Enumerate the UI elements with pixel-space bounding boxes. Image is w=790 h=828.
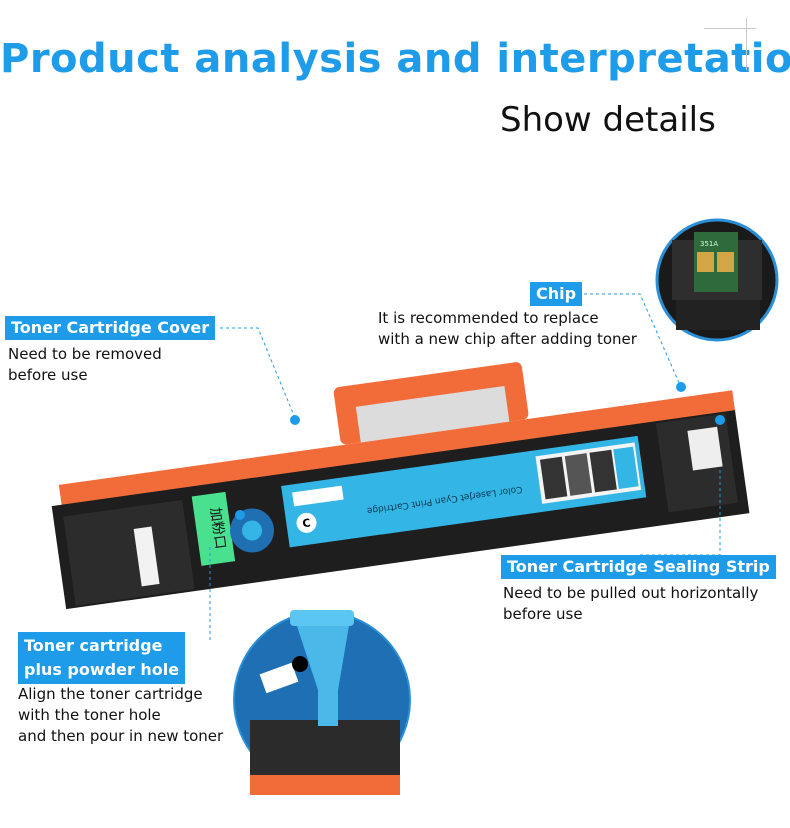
powder-hole-sticker <box>191 491 236 566</box>
corner-mark-horizontal <box>704 28 756 29</box>
cover-callout-label: Toner Cartridge Cover <box>5 316 216 340</box>
powder-marker-dot <box>235 510 245 520</box>
chip-callout-line: It is recommended to replace <box>378 309 599 327</box>
sealing-marker-dot <box>715 415 725 425</box>
powder-callout-label-line: plus powder hole <box>24 660 180 679</box>
page-subtitle: Show details <box>500 100 716 140</box>
powder-callout-line: with the toner hole <box>18 706 161 724</box>
powder-callout-label-line: Toner cartridge <box>24 636 163 655</box>
cover-marker-dot <box>290 415 300 425</box>
powder-hole-sticker-text: 加粉口 <box>207 506 229 550</box>
chip-callout-description: It is recommended to replace with a new … <box>378 308 637 350</box>
toner-cartridge: 加粉口 Color LaserJet Cyan Print Cartridge … <box>51 362 750 610</box>
powder-callout-description: Align the toner cartridge with the toner… <box>18 684 223 747</box>
powder-callout-line: and then pour in new toner <box>18 727 224 745</box>
chip-callout-label: Chip <box>530 282 583 306</box>
toner-bottle-nozzle <box>295 620 350 726</box>
toner-pour-zoom-circle <box>233 610 411 795</box>
sealing-callout-description: Need to be pulled out horizontally befor… <box>503 583 758 625</box>
cover-callout-line: Need to be removed <box>8 345 162 363</box>
powder-callout-label: Toner cartridge plus powder hole <box>18 632 186 684</box>
leader-cover <box>220 327 296 419</box>
sealing-callout-line: before use <box>503 605 583 623</box>
leader-chip <box>578 293 681 386</box>
chip-marker-dot <box>676 382 686 392</box>
chip-callout-line: with a new chip after adding toner <box>378 330 637 348</box>
chip-zoom-circle: 351A <box>655 218 779 342</box>
sealing-callout-label: Toner Cartridge Sealing Strip <box>501 555 776 579</box>
cover-callout-description: Need to be removed before use <box>8 344 162 386</box>
cartridge-cover <box>58 390 736 507</box>
page-title: Product analysis and interpretation <box>0 36 790 82</box>
color-mark-text: C <box>302 516 312 530</box>
cover-callout-line: before use <box>8 366 88 384</box>
corner-mark-vertical <box>746 18 747 70</box>
powder-callout-line: Align the toner cartridge <box>18 685 203 703</box>
chip-code-text: 351A <box>700 240 718 248</box>
sealing-callout-line: Need to be pulled out horizontally <box>503 584 759 602</box>
